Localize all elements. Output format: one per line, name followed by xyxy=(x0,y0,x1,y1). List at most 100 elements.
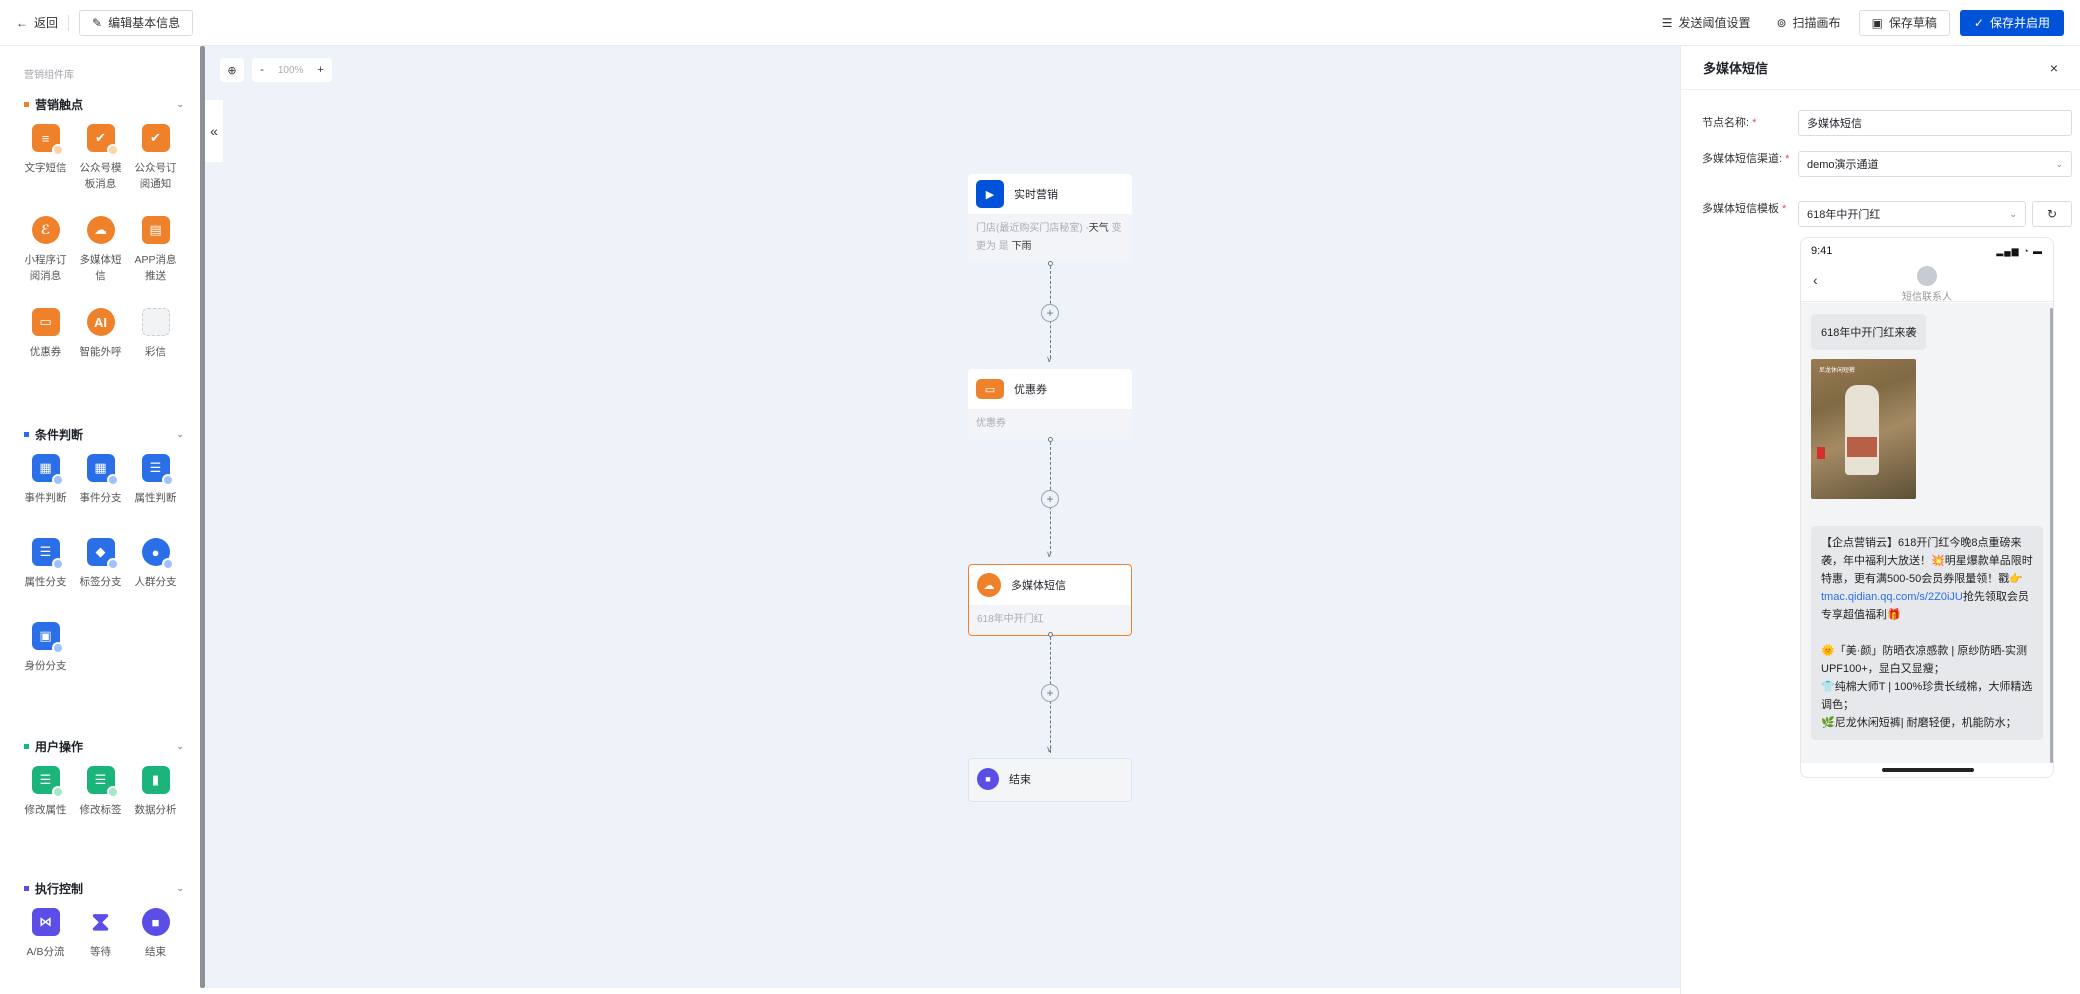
connector-port[interactable] xyxy=(1048,632,1053,637)
message-link[interactable]: tmac.qidian.qq.com/s/2Z0iJU xyxy=(1821,591,1963,603)
component-modify-tag[interactable]: ☰修改标签 xyxy=(73,756,128,848)
collapse-sidebar-button[interactable]: « xyxy=(205,100,223,162)
zoom-in-button[interactable]: + xyxy=(317,64,324,76)
add-node-button[interactable]: + xyxy=(1041,684,1059,702)
chevron-down-icon[interactable]: ⌄ xyxy=(176,740,184,751)
add-node-button[interactable]: + xyxy=(1041,490,1059,508)
section-conditions: 条件判断 ⌄ ▦事件判断 ▦事件分支 ☰属性判断 ☰属性分支 ◆标签分支 ●人群… xyxy=(24,424,184,696)
section-marker xyxy=(24,743,29,749)
badge-check-icon: ✔ xyxy=(86,124,119,156)
component-attribute-judge[interactable]: ☰属性判断 xyxy=(128,444,183,528)
connector-port[interactable] xyxy=(1048,437,1053,442)
node-title: 多媒体短信 xyxy=(1011,580,1066,592)
section-header[interactable]: 营销触点 ⌄ xyxy=(24,94,184,114)
save-and-enable-label: 保存并启用 xyxy=(1989,16,2050,30)
section-title: 执行控制 xyxy=(35,881,84,896)
message-bubble-title: 618年中开门红来袭 xyxy=(1811,314,1927,350)
component-event-judge[interactable]: ▦事件判断 xyxy=(18,444,73,528)
ai-icon: AI xyxy=(86,308,115,336)
component-end[interactable]: ■结束 xyxy=(128,898,183,990)
sidebar-scrollbar[interactable] xyxy=(200,46,205,988)
connector-port[interactable] xyxy=(1048,261,1053,266)
template-select[interactable]: 618年中开门红⌄ xyxy=(1798,201,2026,227)
section-header[interactable]: 条件判断 ⌄ xyxy=(24,424,184,444)
component-oa-template-message[interactable]: ✔ 公众号模板消息 xyxy=(73,114,128,206)
phone-chat-body: 618年中开门红来袭 尼龙休闲短裤 【企点营销云】618开门红今晚8点重磅来袭，… xyxy=(1801,303,2053,763)
component-tag-branch[interactable]: ◆标签分支 xyxy=(73,528,128,612)
edit-basic-info-button[interactable]: ✎ 编辑基本信息 xyxy=(79,9,194,36)
back-label: 返回 xyxy=(34,16,59,30)
edit-icon: ✎ xyxy=(92,15,103,30)
close-icon[interactable]: × xyxy=(2049,59,2058,76)
chevron-down-icon[interactable]: ⌄ xyxy=(176,98,184,109)
section-title: 条件判断 xyxy=(35,427,84,442)
badge-check-icon: ✔ xyxy=(141,124,170,152)
phone-scrollbar[interactable] xyxy=(2050,308,2053,763)
chevron-down-icon[interactable]: ⌄ xyxy=(176,882,184,893)
back-button[interactable]: ← 返回 xyxy=(16,14,58,31)
component-event-branch[interactable]: ▦事件分支 xyxy=(73,444,128,528)
zoom-out-button[interactable]: - xyxy=(260,64,264,76)
node-name-input[interactable]: 多媒体短信 xyxy=(1798,110,2072,136)
channel-select[interactable]: demo演示通道⌄ xyxy=(1798,151,2072,177)
save-draft-button[interactable]: ▣ 保存草稿 xyxy=(1858,9,1950,36)
component-modify-attribute[interactable]: ☰修改属性 xyxy=(18,756,73,848)
refresh-button[interactable]: ↻ xyxy=(2032,201,2072,227)
component-ab-split[interactable]: ⋈ A/B分流 xyxy=(18,898,73,990)
section-header[interactable]: 用户操作 ⌄ xyxy=(24,736,184,756)
section-marker xyxy=(24,101,29,107)
flow-canvas[interactable] xyxy=(205,46,1680,988)
locate-button[interactable]: ⊕ xyxy=(220,58,244,82)
component-text-sms[interactable]: ≡文字短信 xyxy=(18,114,73,206)
component-coupon[interactable]: ▭优惠券 xyxy=(18,298,73,390)
component-label: APP消息推送 xyxy=(134,254,177,282)
chevron-down-icon[interactable]: ⌄ xyxy=(176,428,184,439)
section-user-operations: 用户操作 ⌄ ☰修改属性 ☰修改标签 ▮数据分析 xyxy=(24,736,184,848)
component-label: 属性判断 xyxy=(134,492,177,504)
node-header: ▶ 实时营销 xyxy=(968,174,1132,214)
component-label: 小程序订阅消息 xyxy=(24,254,67,282)
component-label: 公众号模板消息 xyxy=(79,162,122,190)
cloud-message-icon: ☁ xyxy=(977,573,1001,597)
section-marker xyxy=(24,885,29,891)
add-node-button[interactable]: + xyxy=(1041,304,1059,322)
component-label: 人群分支 xyxy=(134,576,177,588)
component-label: A/B分流 xyxy=(26,946,65,958)
component-label: 属性分支 xyxy=(24,576,67,588)
coupon-icon: ▭ xyxy=(31,308,60,336)
component-wait[interactable]: ⧗等待 xyxy=(73,898,128,990)
component-color-message[interactable]: 彩信 xyxy=(128,298,183,390)
check-icon: ✓ xyxy=(1973,15,1984,30)
edit-attribute-icon: ☰ xyxy=(31,766,64,798)
coupon-icon: ▭ xyxy=(976,379,1004,399)
component-app-push[interactable]: ▤APP消息推送 xyxy=(128,206,183,298)
text-sms-icon: ≡ xyxy=(31,124,64,156)
save-and-enable-button[interactable]: ✓ 保存并启用 xyxy=(1959,9,2064,36)
top-bar-actions: ☰ 发送阈值设置 ⊚ 扫描画布 ▣ 保存草稿 ✓ 保存并启用 xyxy=(1654,9,2064,36)
split-icon: ⋈ xyxy=(31,908,60,936)
flow-node-mms[interactable]: ☁ 多媒体短信 618年中开门红 xyxy=(968,564,1132,636)
scan-canvas-button[interactable]: ⊚ 扫描画布 xyxy=(1768,14,1848,31)
flow-node-end[interactable]: ■ 结束 xyxy=(968,758,1132,802)
flow-node-coupon[interactable]: ▭ 优惠券 优惠券 xyxy=(968,369,1132,439)
tag-icon: ◆ xyxy=(86,538,119,570)
component-oa-subscription-notice[interactable]: ✔公众号订阅通知 xyxy=(128,114,183,206)
mms-preview-phone: 9:41 ▂▄▆ ◔ ▬ ‹ 短信联系人 618年中开门红来袭 尼龙休闲短裤 【… xyxy=(1800,237,2054,778)
component-data-analysis[interactable]: ▮数据分析 xyxy=(128,756,183,848)
contact-name: 短信联系人 xyxy=(1902,292,1952,303)
component-label: 等待 xyxy=(90,946,111,958)
flow-node-realtime-marketing[interactable]: ▶ 实时营销 门店(最近购买门店秘室) -天气 变更为 是 下雨 xyxy=(968,174,1132,262)
component-identity-branch[interactable]: ▣身份分支 xyxy=(18,612,73,696)
component-attribute-branch[interactable]: ☰属性分支 xyxy=(18,528,73,612)
component-grid: ▦事件判断 ▦事件分支 ☰属性判断 ☰属性分支 ◆标签分支 ●人群分支 ▣身份分… xyxy=(18,444,188,696)
component-label: 修改标签 xyxy=(79,804,122,816)
component-audience-branch[interactable]: ●人群分支 xyxy=(128,528,183,612)
send-threshold-button[interactable]: ☰ 发送阈值设置 xyxy=(1654,14,1759,31)
node-header: ■ 结束 xyxy=(969,759,1131,799)
component-mms[interactable]: ☁多媒体短信 xyxy=(73,206,128,298)
section-header[interactable]: 执行控制 ⌄ xyxy=(24,878,184,898)
